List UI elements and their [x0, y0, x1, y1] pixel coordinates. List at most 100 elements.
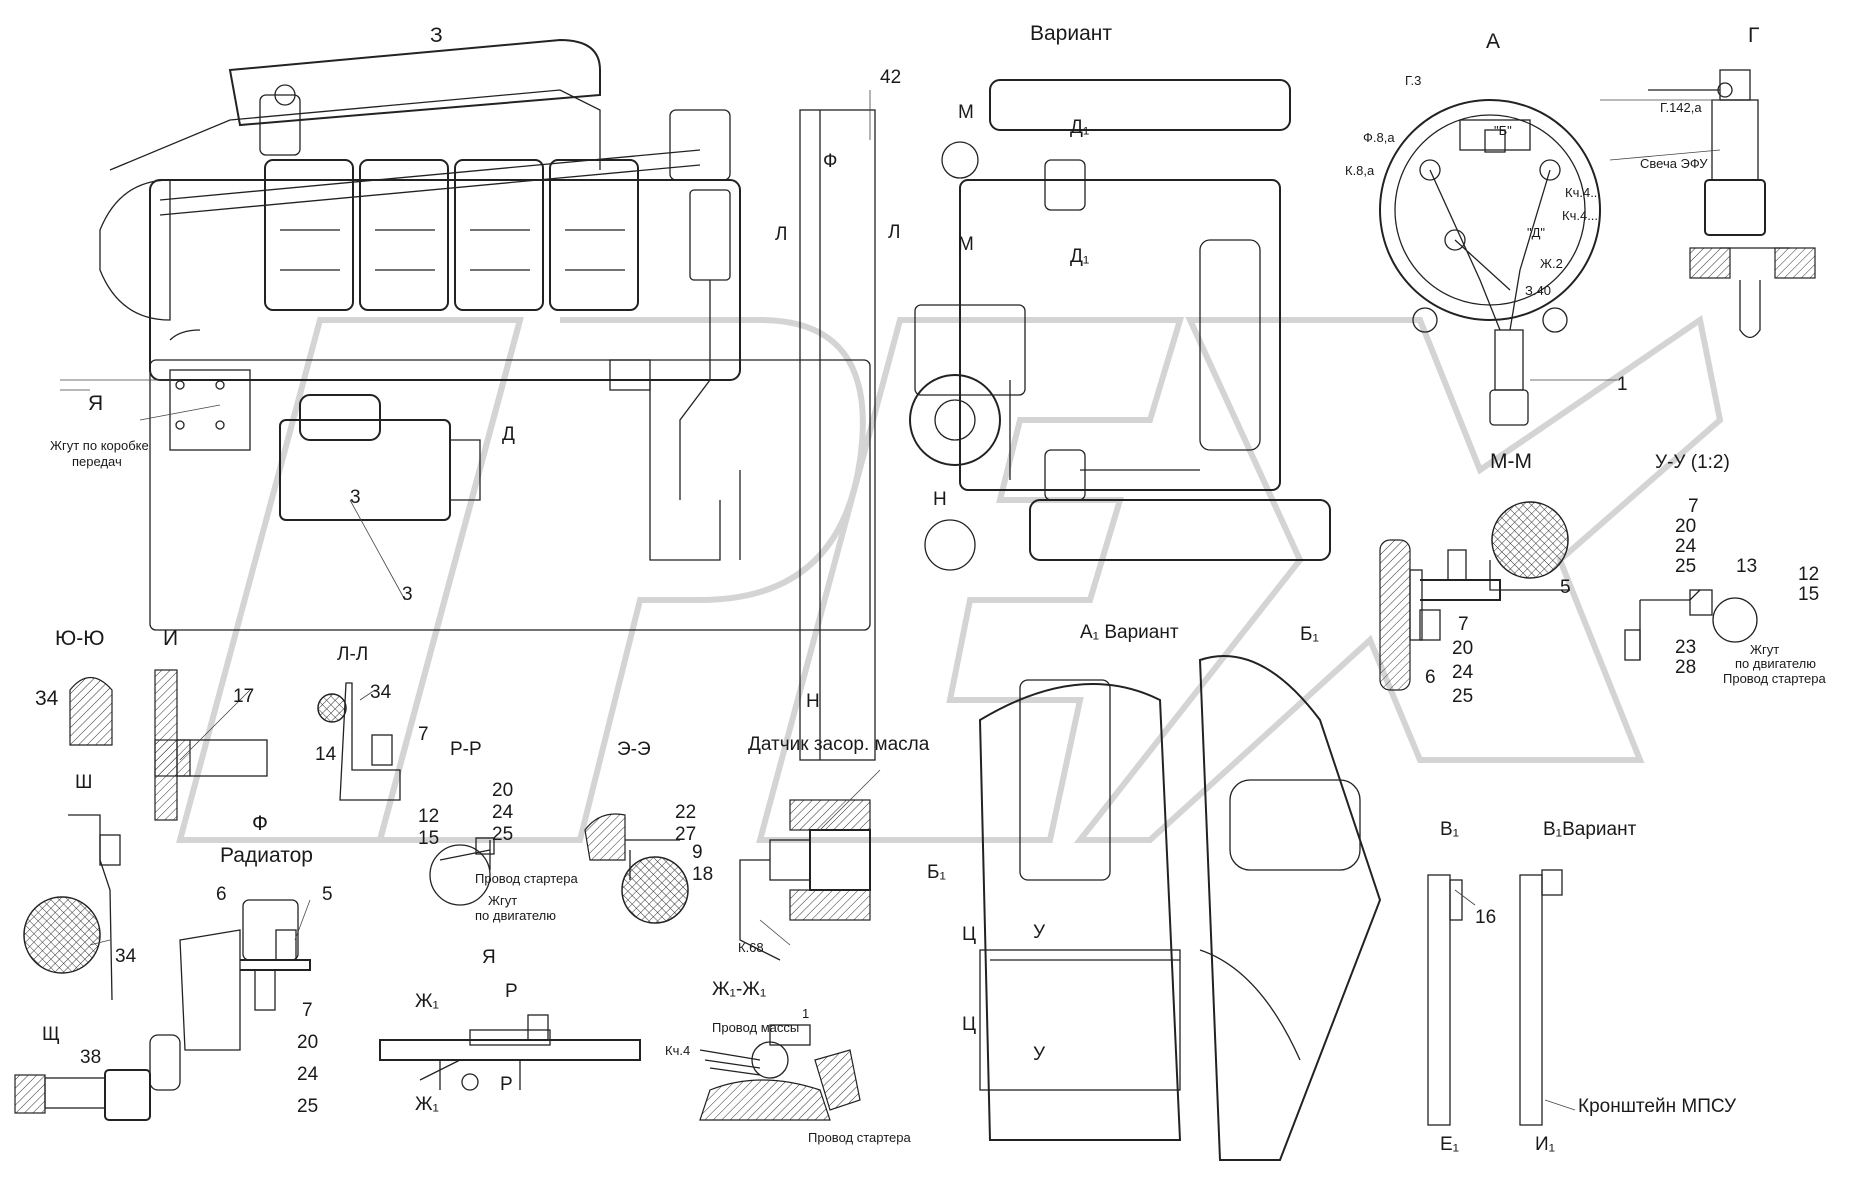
pos-7-f: 7: [302, 1000, 313, 1021]
label-k68: К.68: [738, 940, 764, 955]
pos-7-ll: 7: [418, 724, 429, 745]
marker-m-top: М: [958, 102, 974, 123]
section-yuyu: [69, 676, 113, 746]
pos-20: 20: [1452, 638, 1473, 659]
section-f-radiator: [179, 899, 311, 1051]
marker-i1: И₁: [1535, 1134, 1555, 1155]
view-title-v1variant: В₁Вариант: [1543, 819, 1637, 840]
marker-zh1-top: Ж₁: [415, 991, 439, 1012]
label-kch4b: Кч.4...: [1562, 208, 1598, 223]
pos-7-uu: 7: [1688, 496, 1699, 517]
pos-5-f: 5: [322, 884, 333, 905]
section-ya: [379, 1014, 641, 1091]
label-k8a: К.8,а: [1345, 163, 1375, 178]
pos-13: 13: [1736, 556, 1757, 577]
pos-22: 22: [675, 802, 696, 823]
label-provod-startera-uu: Провод стартера: [1723, 671, 1826, 686]
label-provod-startera-zh1: Провод стартера: [808, 1130, 911, 1145]
label-d-term: "Д": [1527, 225, 1545, 240]
pos-15: 15: [1798, 584, 1819, 605]
view-title-n: Н: [806, 691, 820, 712]
label-wire-gearbox-2: передач: [72, 454, 122, 469]
label-b-term: "Б": [1494, 123, 1512, 138]
oil-sensor: [739, 799, 871, 961]
marker-e1: Е₁: [1440, 1134, 1459, 1155]
pos-6: 6: [1425, 667, 1436, 688]
marker-l-left: Л: [775, 224, 787, 245]
label-svecha: Свеча ЭФУ: [1640, 156, 1708, 171]
view-title-ll: Л-Л: [337, 644, 368, 665]
section-ee: [584, 813, 689, 924]
pos-25-rr: 25: [492, 824, 513, 845]
pos-16: 16: [1475, 907, 1496, 928]
marker-r-bottom: Р: [500, 1074, 513, 1095]
pos-12: 12: [1798, 564, 1819, 585]
label-g142a: Г.142,а: [1660, 100, 1702, 115]
view-title-g: Г: [1748, 24, 1759, 47]
section-uu: [1624, 589, 1758, 661]
view-title-v1: В₁: [1440, 819, 1459, 840]
pos-5: 5: [1560, 577, 1571, 598]
marker-ya: Я: [88, 392, 103, 415]
a1-variant-view: [978, 655, 1382, 1161]
cylinder-heads: [264, 159, 639, 311]
marker-l-right: Л: [888, 222, 900, 243]
pos-3-b: 3: [402, 584, 413, 605]
marker-d1-bottom: Д₁: [1070, 246, 1089, 267]
pos-34-yuyu: 34: [35, 687, 59, 710]
label-f8a: Ф.8,а: [1363, 130, 1395, 145]
view-title-i: И: [163, 627, 178, 650]
pos-25-f: 25: [297, 1096, 318, 1117]
view-title-radiator: Радиатор: [220, 844, 313, 867]
label-kch4: Кч.4...: [1565, 185, 1601, 200]
pos-7: 7: [1458, 614, 1469, 635]
section-rr: [429, 837, 495, 906]
label-zh2: Ж.2: [1540, 256, 1563, 271]
view-v1: [1427, 869, 1563, 1126]
marker-d1-top: Д₁: [1070, 117, 1089, 138]
pos-23: 23: [1675, 637, 1696, 658]
pos-42: 42: [880, 67, 901, 88]
label-wire-gearbox-1: Жгут по коробке: [50, 438, 149, 453]
section-mm: [1379, 501, 1570, 691]
pos-24-rr: 24: [492, 802, 514, 823]
pos-24-uu: 24: [1675, 536, 1697, 557]
pos-34-sh: 34: [115, 946, 137, 967]
section-markers: М Д₁ М Д₁ Ф Л Л Я Д Н Б₁ Ц Ц У У Ж₁ Ж₁ Р…: [88, 102, 1555, 1155]
pos-6-f: 6: [216, 884, 227, 905]
pos-24-f: 24: [297, 1064, 319, 1085]
section-shch: [14, 1034, 181, 1121]
marker-n: Н: [933, 489, 947, 510]
pos-3-a: 3: [350, 487, 361, 508]
pos-9: 9: [692, 842, 703, 863]
marker-m-bottom: М: [958, 234, 974, 255]
marker-ts-top: Ц: [962, 924, 976, 945]
view-title-ya: Я: [482, 947, 496, 968]
label-provod-massy: Провод массы: [712, 1020, 799, 1035]
marker-d: Д: [502, 424, 515, 445]
position-numbers: 42 1 3 3 5 7 20 24 25 6 7 20 24 25 13 12…: [35, 67, 1819, 1117]
view-title-shch: Щ: [42, 1024, 60, 1045]
pos-20-uu: 20: [1675, 516, 1696, 537]
pos-20-rr: 20: [492, 780, 513, 801]
pos-12-rr: 12: [418, 806, 439, 827]
view-title-ee: Э-Э: [617, 739, 651, 760]
view-g-glow-plug: [1648, 69, 1816, 339]
pos-18: 18: [692, 864, 713, 885]
pos-1: 1: [1617, 374, 1628, 395]
view-title-rr: Р-Р: [450, 739, 482, 760]
pos-17: 17: [233, 686, 254, 707]
pos-28: 28: [1675, 657, 1696, 678]
section-sh: [23, 814, 121, 1001]
label-po-dvigatelyu-rr: по двигателю: [475, 908, 556, 923]
variant-view: [799, 79, 1331, 761]
view-title-zh1zh1: Ж₁-Ж₁: [712, 979, 766, 1000]
marker-zh1-bottom: Ж₁: [415, 1094, 439, 1115]
label-kronshtein: Кронштейн МПСУ: [1578, 1096, 1737, 1117]
pos-34-ll: 34: [370, 682, 392, 703]
view-title-yuyu: Ю-Ю: [55, 627, 104, 650]
marker-ts-bottom: Ц: [962, 1014, 976, 1035]
view-title-uu: У-У (1:2): [1655, 452, 1730, 473]
marker-u-bottom: У: [1033, 1044, 1046, 1065]
